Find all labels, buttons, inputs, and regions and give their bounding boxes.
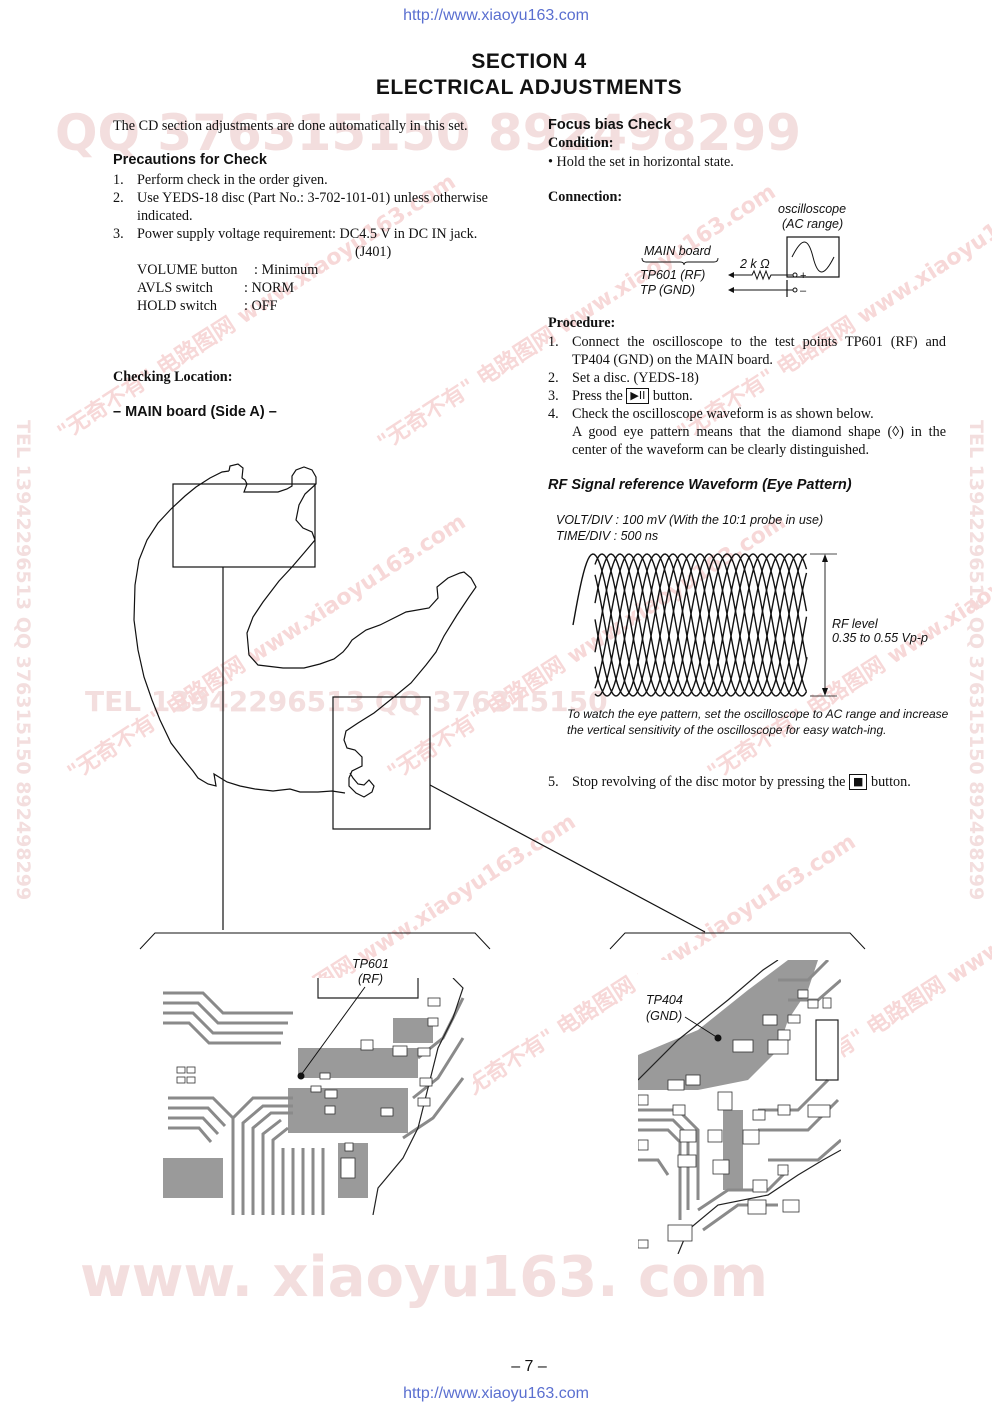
setting-value: : NORM [244, 280, 295, 296]
play-pause-key-icon: ▶II [626, 388, 650, 404]
volt-div-label: VOLT/DIV : 100 mV (With the 10:1 probe i… [556, 513, 824, 527]
condition-text: • Hold the set in horizontal state. [548, 154, 734, 170]
settings-table: VOLUME button : Minimum AVLS switch : NORM… [137, 261, 318, 315]
main-board-outline [133, 463, 706, 933]
stop-key-icon: ■ [849, 774, 868, 790]
zoom-brackets [139, 932, 866, 950]
tp601-pointer [300, 986, 366, 1076]
tp404-label: TP404 [646, 993, 683, 1007]
procedure-list: 1.Connect the oscilloscope to the test p… [548, 333, 946, 459]
rf-level-range: 0.35 to 0.55 Vp-p [832, 631, 928, 645]
tp404-pointer [684, 1016, 719, 1039]
tp404-gnd-sublabel: (GND) [646, 1009, 683, 1023]
eye-pattern-trace [594, 553, 808, 697]
rf-level-label: RF level [832, 617, 878, 631]
page-number: – 7 – [511, 1358, 547, 1375]
eye-pattern-trace [572, 553, 808, 697]
waveform-note: To watch the eye pattern, set the oscill… [567, 707, 949, 737]
oscilloscope-label: oscilloscope [778, 202, 847, 216]
header-url-link[interactable]: http://www.xiaoyu163.com [403, 7, 589, 24]
condition-label: Condition: [548, 135, 614, 151]
list-item: 3.Power supply voltage requirement: DC4.… [113, 226, 478, 242]
section-number: SECTION 4 [471, 50, 587, 73]
intro-text: The CD section adjustments are done auto… [113, 118, 468, 134]
pcb-detail-tp404 [638, 960, 841, 1254]
footer-url-link[interactable]: http://www.xiaoyu163.com [403, 1385, 589, 1402]
list-item: 4.Check the oscilloscope waveform is as … [548, 406, 946, 458]
step-5: 5.Stop revolving of the disc motor by pr… [548, 774, 911, 790]
checking-location-heading: Checking Location: [113, 369, 233, 385]
list-item: 2.Use YEDS-18 disc (Part No.: 3-702-101-… [113, 190, 488, 224]
list-item: 3.Press the ▶II button. [548, 388, 693, 404]
procedure-label: Procedure: [548, 315, 616, 331]
setting-label: AVLS switch [137, 280, 213, 296]
setting-label: VOLUME button [137, 262, 238, 278]
tp601-rf-sublabel: (RF) [358, 972, 383, 986]
eye-pattern-trace [594, 553, 808, 697]
watermark-www: www. xiaoyu163. com [80, 1245, 769, 1310]
tp601-label: TP601 [352, 957, 389, 971]
oscilloscope-range-label: (AC range) [782, 217, 844, 231]
precautions-list: 1.Perform check in the order given. 2.Us… [113, 171, 511, 243]
tp-gnd-label: TP (GND) [640, 283, 696, 297]
waveform-title: RF Signal reference Waveform (Eye Patter… [548, 477, 852, 493]
board-side-label: – MAIN board (Side A) – [113, 404, 277, 420]
eye-pattern-trace [594, 553, 808, 697]
precautions-heading: Precautions for Check [113, 152, 267, 168]
pcb-detail-tp601 [163, 978, 473, 1215]
connection-diagram [641, 236, 840, 297]
eye-pattern-waveform [572, 553, 837, 697]
time-div-label: TIME/DIV : 500 ns [556, 529, 659, 543]
resistor-label: 2 k Ω [740, 257, 770, 271]
list-item: 1.Perform check in the order given. [113, 172, 328, 188]
list-item: 1.Connect the oscilloscope to the test p… [548, 334, 946, 368]
setting-label: HOLD switch [137, 298, 217, 314]
setting-value: : OFF [244, 298, 278, 314]
tp601-rf-label: TP601 (RF) [640, 268, 706, 282]
main-board-label: MAIN board [644, 244, 711, 258]
minus-terminal-label: – [800, 285, 807, 297]
setting-value: : Minimum [254, 262, 319, 278]
connection-label: Connection: [548, 189, 623, 205]
jack-label: (J401) [355, 244, 392, 260]
focus-bias-heading: Focus bias Check [548, 117, 672, 133]
eye-pattern-trace [594, 553, 808, 697]
section-title: ELECTRICAL ADJUSTMENTS [375, 76, 683, 99]
plus-terminal-label: + [800, 270, 807, 282]
list-item: 2.Set a disc. (YEDS-18) [548, 370, 699, 386]
